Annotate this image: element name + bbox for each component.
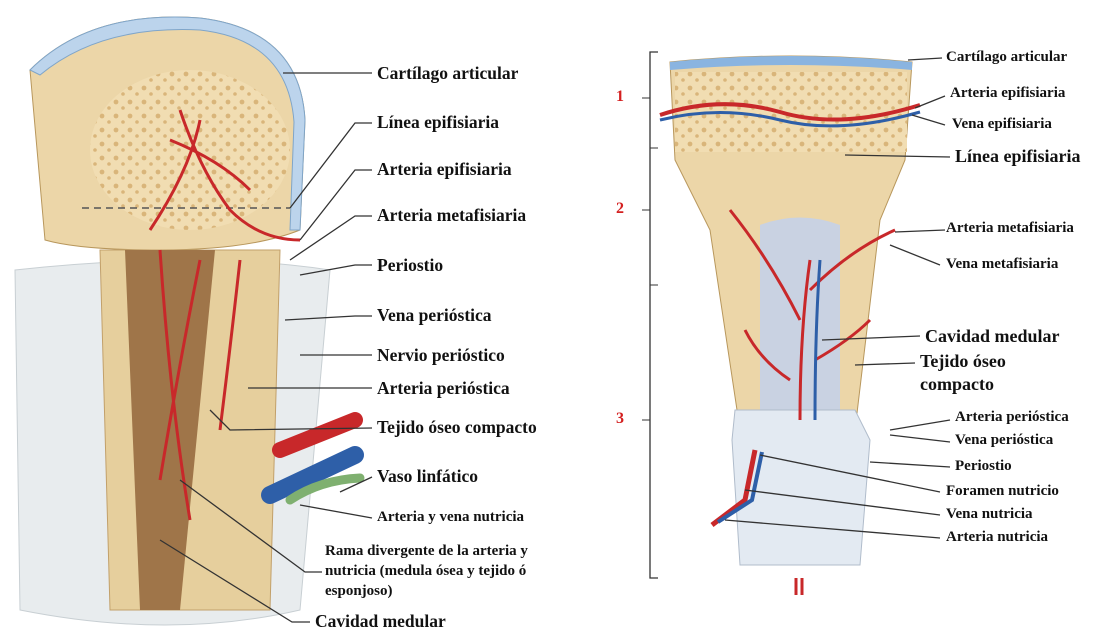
zone-number-3: 3 (616, 410, 624, 428)
label-vena-metafisiaria-right: Vena metafisiaria (946, 257, 1058, 273)
label-arteria-epifisiaria-left: Arteria epifisiaria (377, 160, 512, 178)
label-cavidad-medular-right: Cavidad medular (925, 327, 1060, 346)
label-arteria-metafisiaria-right: Arteria metafisiaria (946, 221, 1074, 237)
zone-number-1: 1 (616, 88, 624, 106)
right-bone-figure (642, 52, 920, 595)
zone-number-2: 2 (616, 200, 624, 218)
label-arteria-metafisiaria-left: Arteria metafisiaria (377, 206, 526, 224)
label-vena-periostica-right: Vena perióstica (955, 433, 1053, 449)
label-nervio-periostico-left: Nervio perióstico (377, 346, 505, 364)
label-periostio-left: Periostio (377, 256, 443, 274)
label-rama-divergente-l3: esponjoso) (325, 584, 393, 600)
label-tejido-oseo-l1: Tejido óseo (920, 352, 1006, 371)
label-rama-divergente-l2: nutricia (medula ósea y tejido ó (325, 564, 526, 580)
label-vaso-linfatico-left: Vaso linfático (377, 467, 478, 485)
label-linea-epifisiaria-right: Línea epifisiaria (955, 147, 1081, 166)
label-vena-periostica-left: Vena perióstica (377, 306, 492, 324)
label-arteria-nutricia: Arteria nutricia (946, 530, 1048, 546)
label-cartilago-articular-right: Cartílago articular (946, 50, 1067, 66)
label-periostio-right: Periostio (955, 459, 1012, 475)
label-arteria-vena-nutricia-left: Arteria y vena nutricia (377, 510, 524, 526)
label-linea-epifisiaria-left: Línea epifisiaria (377, 113, 499, 131)
label-tejido-compacto-left: Tejido óseo compacto (377, 418, 537, 436)
label-cartilago-articular-left: Cartílago articular (377, 64, 518, 82)
label-arteria-periostica-left: Arteria perióstica (377, 379, 510, 397)
label-cavidad-medular-left: Cavidad medular (315, 612, 446, 630)
label-arteria-periostica-right: Arteria perióstica (955, 410, 1069, 426)
label-tejido-oseo-l2: compacto (920, 375, 994, 394)
left-bone-figure (15, 17, 360, 625)
label-vena-nutricia: Vena nutricia (946, 507, 1033, 523)
right-zone-bracket (650, 52, 658, 578)
label-rama-divergente-l1: Rama divergente de la arteria y (325, 544, 528, 560)
label-arteria-epifisiaria-right: Arteria epifisiaria (950, 86, 1065, 102)
label-foramen-nutricio: Foramen nutricio (946, 484, 1059, 500)
label-vena-epifisiaria-right: Vena epifisiaria (952, 117, 1052, 133)
